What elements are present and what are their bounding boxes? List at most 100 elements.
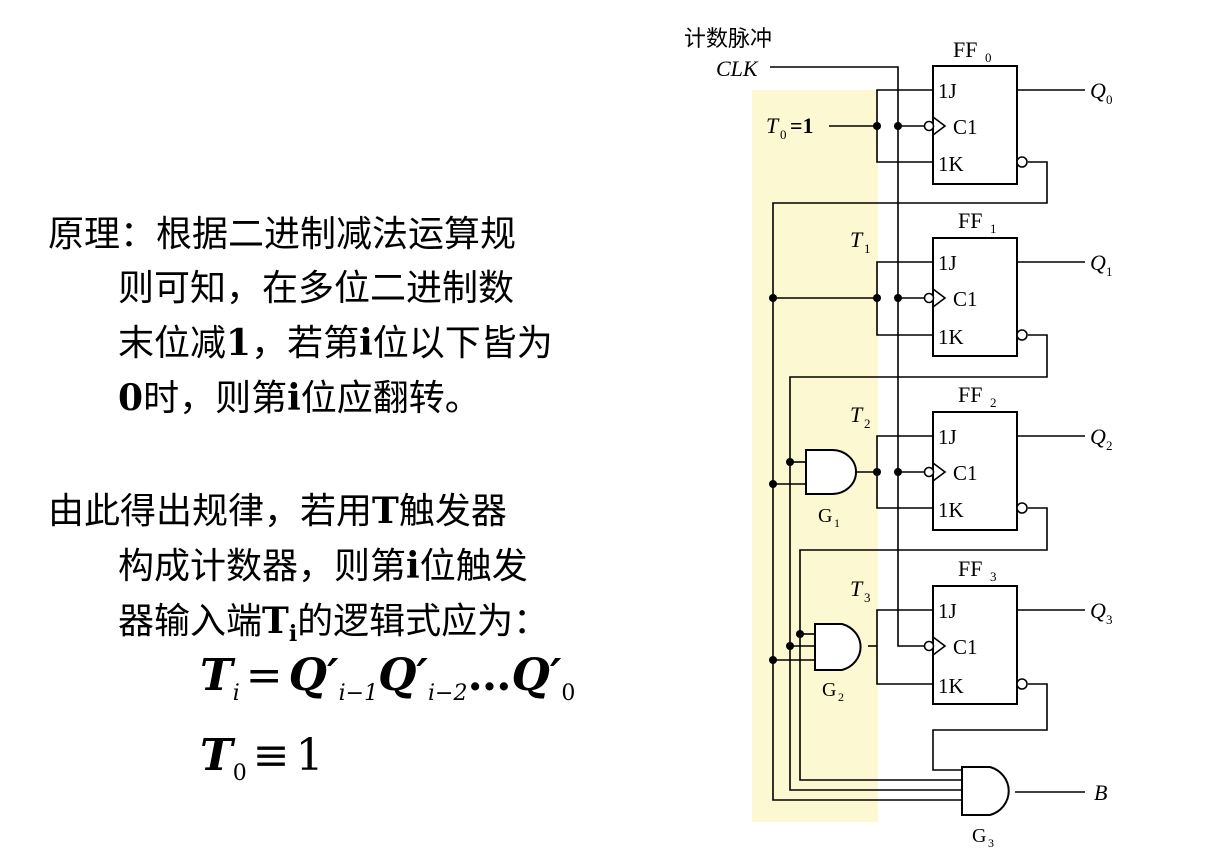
text-run-bold: 0 bbox=[118, 377, 144, 419]
g2-and-gate bbox=[814, 623, 862, 671]
clock-bubble bbox=[923, 640, 935, 652]
ff2-box bbox=[932, 411, 1018, 531]
formula-symbol: Q′ bbox=[511, 650, 562, 701]
formula-value: 1 bbox=[295, 730, 324, 781]
formula-t0: T0≡1 bbox=[200, 730, 324, 786]
clock-triangle bbox=[932, 288, 947, 308]
junction-dot bbox=[894, 468, 902, 476]
q1-label-sub: 1 bbox=[1106, 264, 1113, 279]
text-run: 位以下皆为 bbox=[372, 323, 553, 364]
clk-bus-wire bbox=[770, 66, 933, 647]
junction-dot bbox=[796, 630, 804, 638]
q2-bar-feedback bbox=[799, 507, 1048, 781]
clock-markers bbox=[923, 116, 1028, 690]
g1-and-gate bbox=[805, 449, 857, 495]
text-run: 位应翻转。 bbox=[300, 378, 481, 419]
q0-bar-feedback bbox=[772, 161, 1048, 801]
q3-label: Q bbox=[1090, 598, 1106, 623]
junction-dots bbox=[769, 122, 902, 664]
junction-dot bbox=[769, 294, 777, 302]
junction-dot bbox=[786, 458, 794, 466]
q2-label-sub: 2 bbox=[1106, 438, 1113, 453]
t2-label-sub: 2 bbox=[864, 416, 871, 431]
and-gates bbox=[805, 449, 1010, 816]
text-run-bold: i bbox=[287, 377, 301, 419]
formula-operator: ≡ bbox=[252, 730, 290, 781]
ff1-pin-k: 1K bbox=[938, 325, 964, 349]
text-run: 触发器 bbox=[398, 491, 507, 532]
t0-label-sub: 0 bbox=[780, 127, 787, 142]
ff0-name: FF bbox=[953, 37, 977, 62]
ff3-pin-j: 1J bbox=[938, 599, 957, 623]
q1-bar-feedback bbox=[789, 334, 1048, 791]
q-bar-bubble bbox=[1016, 156, 1028, 168]
formula-subscript: i bbox=[232, 681, 240, 706]
clock-triangle bbox=[932, 116, 947, 136]
junction-dot bbox=[894, 294, 902, 302]
clock-bubble bbox=[923, 466, 935, 478]
q-bar-bubble bbox=[1016, 678, 1028, 690]
wires bbox=[770, 66, 1085, 801]
junction-dot bbox=[769, 480, 777, 488]
formula-symbol: Q′ bbox=[378, 650, 429, 701]
ff2-name-sub: 2 bbox=[990, 395, 997, 410]
q1-label: Q bbox=[1090, 250, 1106, 275]
ff2-name: FF bbox=[958, 382, 982, 407]
t1-label: T bbox=[850, 227, 864, 252]
ff1-pin-j: 1J bbox=[938, 251, 957, 275]
text-run-bold: 1 bbox=[226, 322, 252, 364]
ff3-pin-c: C1 bbox=[953, 635, 978, 659]
t0-label: T bbox=[766, 113, 780, 138]
ff2-pin-k: 1K bbox=[938, 498, 964, 522]
circuit-labels: 计数脉冲 CLK T 0 =1 FF 0 FF 1 FF 2 FF 3 T 1 … bbox=[684, 26, 1113, 850]
text-run-bold: i bbox=[406, 545, 420, 587]
text-run: 时，则第 bbox=[143, 378, 288, 419]
formula-operator: = bbox=[245, 650, 283, 701]
g2-label: G bbox=[822, 679, 836, 701]
principle-line-3: 末位减1，若第i位以下皆为 bbox=[48, 316, 553, 371]
formula-symbol: T bbox=[200, 730, 233, 781]
text-run: 由此得出规律，若用 bbox=[48, 491, 373, 532]
formula-subscript: 0 bbox=[232, 761, 247, 786]
g3-and-gate bbox=[961, 766, 1010, 816]
text-run: 末位减 bbox=[118, 323, 227, 364]
clock-bubble bbox=[923, 292, 935, 304]
ff0-pin-j: 1J bbox=[938, 79, 957, 103]
g1-label-sub: 1 bbox=[834, 516, 840, 530]
borrow-output-label: B bbox=[1094, 780, 1107, 805]
text-run-bold: T bbox=[262, 600, 289, 642]
rule-paragraph: 由此得出规律，若用T触发器 构成计数器，则第i位触发 器输入端Ti的逻辑式应为： bbox=[48, 484, 549, 661]
ff0-name-sub: 0 bbox=[985, 50, 992, 65]
formula-subscript: i−2 bbox=[428, 681, 468, 706]
rule-line-2: 构成计数器，则第i位触发 bbox=[48, 539, 549, 594]
text-run: 的逻辑式应为： bbox=[297, 601, 550, 642]
q3-label-sub: 3 bbox=[1106, 612, 1113, 627]
rule-line-1: 由此得出规律，若用T触发器 bbox=[48, 484, 549, 539]
q3-bar-feedback bbox=[932, 683, 1048, 771]
t3-label: T bbox=[850, 576, 864, 601]
q-bar-bubble bbox=[1016, 329, 1028, 341]
clk-label: CLK bbox=[716, 56, 759, 81]
q-bar-bubble bbox=[1016, 502, 1028, 514]
clk-label-cn: 计数脉冲 bbox=[684, 26, 772, 51]
g3-label-sub: 3 bbox=[988, 836, 994, 850]
q2-label: Q bbox=[1090, 424, 1106, 449]
junction-dot bbox=[873, 468, 881, 476]
q0-label-sub: 0 bbox=[1106, 92, 1113, 107]
formula-subscript: i−1 bbox=[338, 681, 379, 706]
ff0-pin-k: 1K bbox=[938, 152, 964, 176]
text-run: 器输入端 bbox=[118, 601, 263, 642]
principle-line-2: 则可知，在多位二进制数 bbox=[118, 268, 515, 309]
rule-line-3: 器输入端Ti的逻辑式应为： bbox=[48, 594, 549, 661]
text-run-subscript: i bbox=[288, 621, 298, 647]
formula-ellipsis: … bbox=[467, 650, 512, 701]
junction-dot bbox=[786, 642, 794, 650]
clock-triangle bbox=[932, 462, 947, 482]
ff3-name: FF bbox=[958, 556, 982, 581]
ff3-name-sub: 3 bbox=[990, 569, 997, 584]
ff3-jk-tie bbox=[876, 609, 933, 685]
q0-label: Q bbox=[1090, 78, 1106, 103]
g2-label-sub: 2 bbox=[838, 690, 844, 704]
